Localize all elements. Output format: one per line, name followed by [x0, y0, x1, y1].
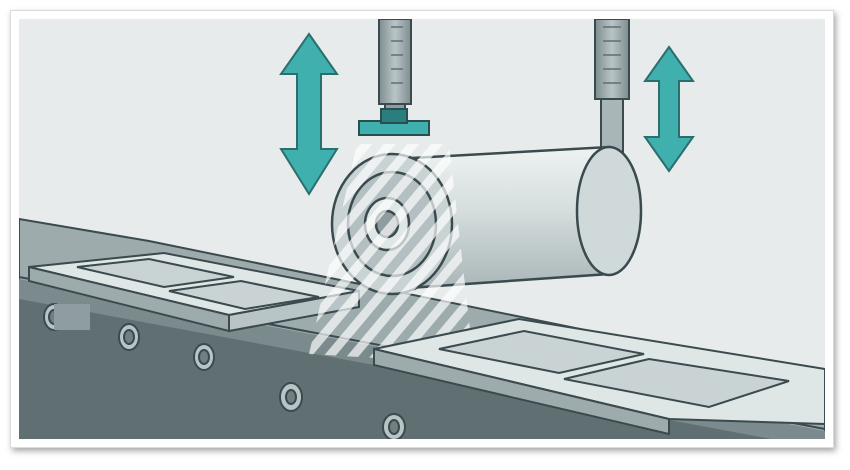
- roller-press-illustration: [19, 19, 825, 439]
- conveyor-rollers: [43, 303, 406, 439]
- up-down-arrow-icon: [279, 32, 339, 196]
- up-down-arrow-icon: [643, 45, 695, 173]
- tray-right: [373, 317, 825, 436]
- roller-mount-bracket: [358, 108, 430, 136]
- guide-rod-right: [594, 19, 630, 162]
- pressure-light-beam: [309, 144, 474, 364]
- illustration-frame: [10, 10, 834, 448]
- conveyor-frame-front: [19, 299, 825, 439]
